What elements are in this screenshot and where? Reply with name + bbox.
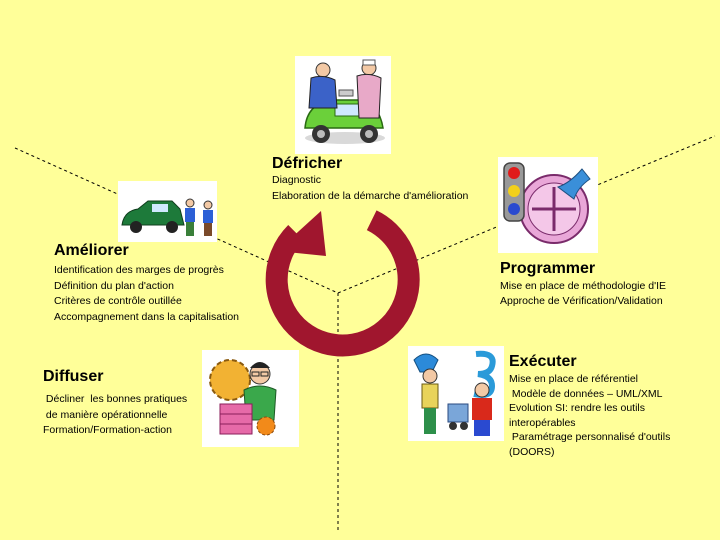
stage-item: Paramétrage personnalisé d'outils [509, 431, 671, 443]
stage-item: interopérables [509, 416, 576, 429]
stage-title-executer: Exécuter [509, 353, 577, 370]
stage-item: Accompagnement dans la capitalisation [54, 310, 240, 323]
stage-item: (DOORS) [509, 445, 555, 458]
tech-figures-icon [408, 346, 504, 441]
stage-items-ameliorer: Identification des marges de progrès Déf… [54, 263, 239, 325]
stage-item: Décliner les bonnes pratiques [43, 393, 188, 405]
stage-item: Mise en place de méthodologie d'IE [500, 280, 667, 292]
stage-title-ameliorer: Améliorer [54, 242, 129, 259]
stage-item: Diagnostic [272, 174, 322, 186]
stage-item: Approche de Vérification/Validation [500, 295, 663, 307]
cycle-arrow-icon [265, 210, 420, 357]
stage-item: Evolution SI: rendre les outils [509, 402, 645, 414]
stage-items-executer: Mise en place de référentiel Modèle de d… [509, 372, 670, 459]
stage-item: Formation/Formation-action [43, 424, 172, 436]
stage-item: Définition du plan d'action [54, 279, 174, 292]
stage-item: Modèle de données – UML/XML [509, 387, 663, 400]
car-people-icon [118, 181, 217, 242]
stage-title-diffuser: Diffuser [43, 368, 104, 385]
mechanics-car-icon [295, 56, 391, 154]
stage-item: Critères de contrôle outillée [54, 295, 182, 307]
traffic-light-gear-icon [498, 157, 598, 253]
stage-item: Elaboration de la démarche d'amélioratio… [272, 190, 469, 202]
stage-title-programmer: Programmer [500, 260, 596, 277]
stage-items-diffuser: Décliner les bonnes pratiques de manière… [43, 392, 187, 439]
stage-title-defricher: Défricher [272, 155, 343, 172]
stage-items-defricher: Diagnostic Elaboration de la démarche d'… [272, 172, 468, 204]
stage-item: Mise en place de référentiel [509, 373, 638, 385]
stage-items-programmer: Mise en place de méthodologie d'IE Appro… [500, 279, 666, 309]
stage-item: Identification des marges de progrès [54, 264, 224, 276]
stage-item: de manière opérationnelle [43, 408, 168, 421]
person-gear-icon [202, 350, 299, 447]
